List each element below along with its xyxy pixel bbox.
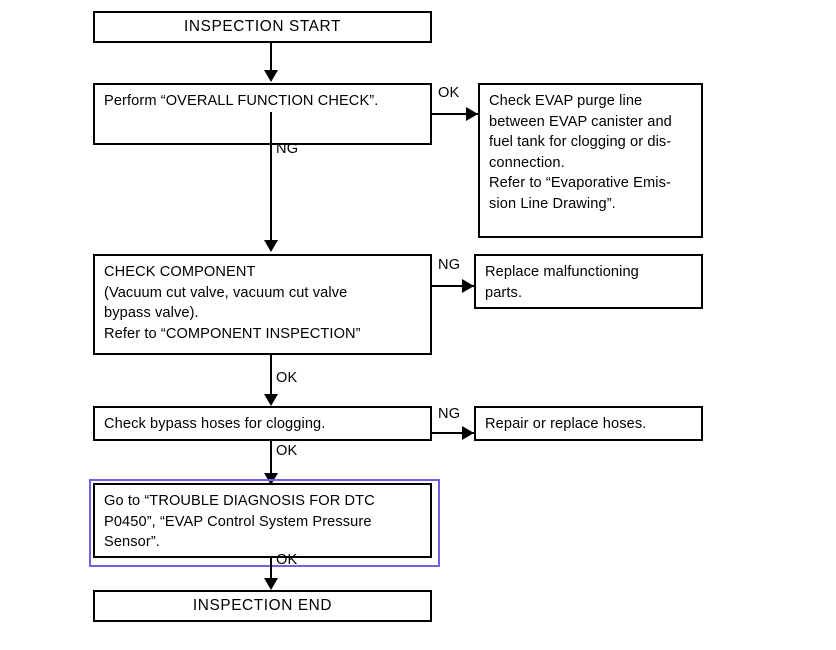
connector-ng3 <box>432 432 474 434</box>
arrowhead-start-to-overall <box>264 70 278 82</box>
arrowhead-ng2 <box>462 279 474 293</box>
edge-label-ok-3: OK <box>276 443 298 459</box>
node-overall-function-check: Perform “OVERALL FUNCTION CHECK”. <box>93 83 432 145</box>
connector-ng2 <box>432 285 474 287</box>
node-go-to-trouble-diagnosis: Go to “TROUBLE DIAGNOSIS FOR DTC P0450”,… <box>93 483 432 558</box>
node-check-evap-purge-line-label: Check EVAP purge line between EVAP canis… <box>489 93 672 212</box>
edge-label-ng-1: NG <box>276 141 299 157</box>
arrowhead-ok1 <box>466 107 478 121</box>
arrowhead-ok2 <box>264 394 278 406</box>
arrowhead-ng1 <box>264 240 278 252</box>
node-repair-hoses: Repair or replace hoses. <box>474 406 703 441</box>
node-go-to-trouble-diagnosis-label: Go to “TROUBLE DIAGNOSIS FOR DTC P0450”,… <box>104 493 375 550</box>
node-check-bypass-hoses-label: Check bypass hoses for clogging. <box>104 415 326 432</box>
edge-label-ng-2: NG <box>438 257 461 273</box>
node-inspection-end-label: INSPECTION END <box>192 596 333 614</box>
arrowhead-ng3 <box>462 426 474 440</box>
node-inspection-start: INSPECTION START <box>93 11 432 43</box>
node-replace-parts: Replace malfunctioning parts. <box>474 254 703 309</box>
arrowhead-ok4 <box>264 578 278 590</box>
node-check-bypass-hoses: Check bypass hoses for clogging. <box>93 406 432 441</box>
node-inspection-end: INSPECTION END <box>93 590 432 622</box>
connector-ok3 <box>270 441 272 478</box>
connector-start-to-overall <box>270 43 272 73</box>
node-inspection-start-label: INSPECTION START <box>184 17 341 35</box>
connector-ok1 <box>432 113 478 115</box>
connector-ok2 <box>270 355 272 399</box>
node-repair-hoses-label: Repair or replace hoses. <box>485 415 647 432</box>
node-overall-function-check-label: Perform “OVERALL FUNCTION CHECK”. <box>104 93 379 109</box>
node-check-evap-purge-line: Check EVAP purge line between EVAP canis… <box>478 83 703 238</box>
connector-ok4 <box>270 556 272 584</box>
edge-label-ok-4: OK <box>276 552 298 568</box>
node-replace-parts-label: Replace malfunctioning parts. <box>485 264 639 301</box>
node-check-component-label: CHECK COMPONENT (Vacuum cut valve, vacuu… <box>104 264 361 342</box>
edge-label-ok-1: OK <box>438 85 460 101</box>
node-check-component: CHECK COMPONENT (Vacuum cut valve, vacuu… <box>93 254 432 355</box>
edge-label-ok-2: OK <box>276 370 298 386</box>
connector-ng1 <box>270 112 272 245</box>
edge-label-ng-3: NG <box>438 406 461 422</box>
